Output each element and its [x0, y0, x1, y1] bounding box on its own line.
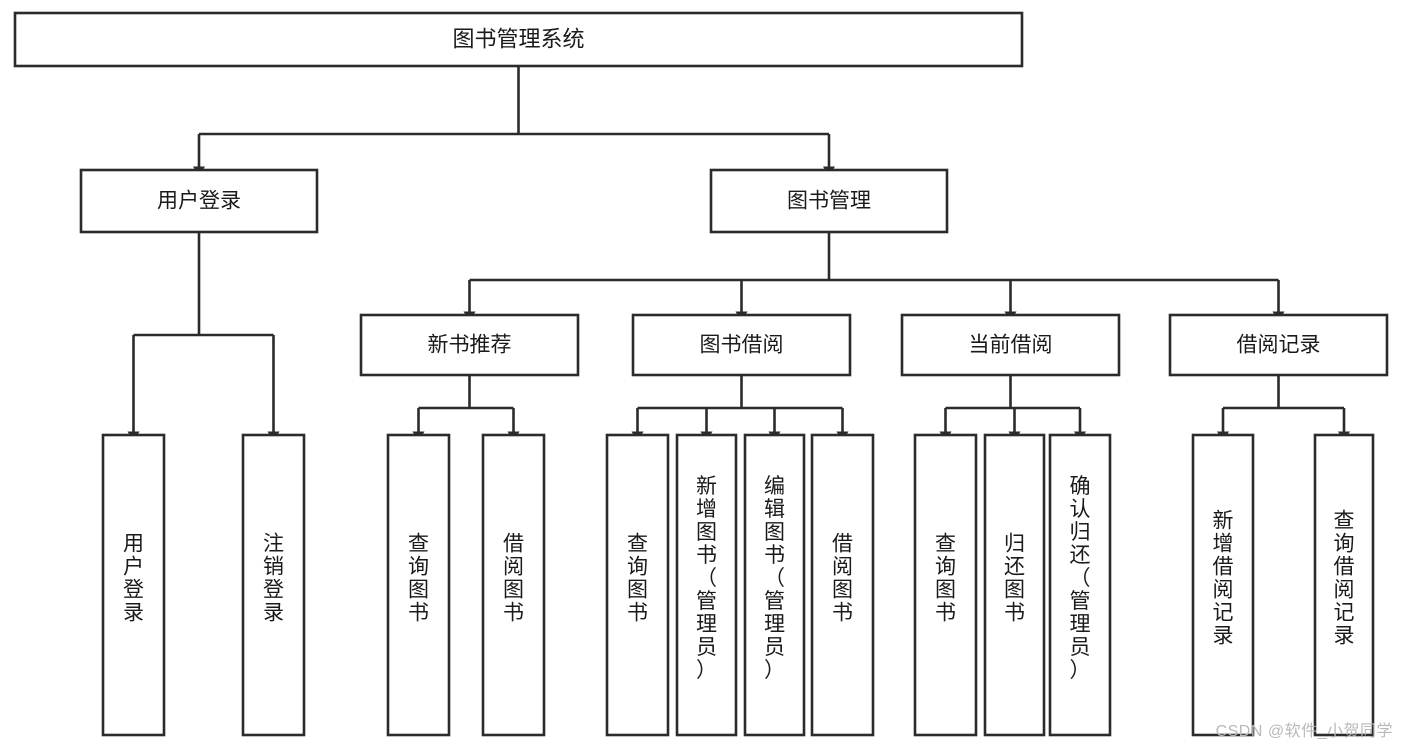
node-label: 注销登录 — [263, 533, 284, 625]
node-label: 图书管理 — [787, 190, 871, 213]
node-label: 查询图书 — [408, 533, 429, 625]
node-box — [983, 433, 1046, 737]
connector-lines — [127, 66, 1350, 442]
node-label: 借阅记录 — [1237, 334, 1321, 357]
node-leaf-confirm-return[interactable]: 确认归还（管理员） — [1048, 433, 1112, 737]
node-box — [79, 168, 319, 234]
node-user-login[interactable]: 用户登录 — [79, 168, 319, 234]
node-label: 新增图书（管理员） — [696, 475, 717, 682]
node-leaf-user-login[interactable]: 用户登录 — [101, 433, 166, 737]
node-root[interactable]: 图书管理系统 — [13, 11, 1024, 68]
node-leaf-borrow-book-1[interactable]: 借阅图书 — [481, 433, 546, 737]
csdn-watermark: CSDN @软件_小贺同学 — [1215, 723, 1393, 740]
node-label: 图书管理系统 — [452, 26, 584, 51]
node-box — [900, 313, 1121, 377]
node-leaf-add-record[interactable]: 新增借阅记录 — [1191, 433, 1255, 737]
node-leaf-query-book-3[interactable]: 查询图书 — [913, 433, 978, 737]
node-label: 归还图书 — [1004, 533, 1025, 625]
node-box — [709, 168, 949, 234]
node-label: 确认归还（管理员） — [1070, 475, 1091, 682]
node-leaf-return-book[interactable]: 归还图书 — [983, 433, 1046, 737]
node-box — [13, 11, 1024, 68]
node-leaf-query-record[interactable]: 查询借阅记录 — [1313, 433, 1375, 737]
node-box — [631, 313, 852, 377]
node-leaf-add-book[interactable]: 新增图书（管理员） — [675, 433, 738, 737]
node-box — [743, 433, 806, 737]
node-book-borrow[interactable]: 图书借阅 — [631, 313, 852, 377]
node-label: 当前借阅 — [969, 334, 1053, 357]
node-leaf-logout[interactable]: 注销登录 — [241, 433, 306, 737]
node-leaf-query-book-1[interactable]: 查询图书 — [386, 433, 451, 737]
node-box — [1313, 433, 1375, 737]
node-leaf-edit-book[interactable]: 编辑图书（管理员） — [743, 433, 806, 737]
node-leaf-query-book-2[interactable]: 查询图书 — [605, 433, 670, 737]
node-box — [386, 433, 451, 737]
node-current-borrow[interactable]: 当前借阅 — [900, 313, 1121, 377]
node-box — [913, 433, 978, 737]
node-borrow-record[interactable]: 借阅记录 — [1168, 313, 1389, 377]
node-label: 新增借阅记录 — [1213, 510, 1234, 648]
node-label: 查询借阅记录 — [1334, 510, 1355, 648]
node-new-book-rec[interactable]: 新书推荐 — [359, 313, 580, 377]
node-box — [1168, 313, 1389, 377]
node-label: 查询图书 — [935, 533, 956, 625]
node-leaf-borrow-book-2[interactable]: 借阅图书 — [810, 433, 875, 737]
node-box — [1048, 433, 1112, 737]
node-book-manage[interactable]: 图书管理 — [709, 168, 949, 234]
node-box — [810, 433, 875, 737]
node-box — [101, 433, 166, 737]
node-box — [241, 433, 306, 737]
node-boxes: 图书管理系统用户登录图书管理新书推荐图书借阅当前借阅借阅记录用户登录注销登录查询… — [13, 11, 1389, 737]
node-label: 图书借阅 — [700, 334, 784, 357]
node-label: 用户登录 — [157, 190, 241, 213]
node-label: 用户登录 — [123, 533, 144, 625]
node-box — [1191, 433, 1255, 737]
node-box — [605, 433, 670, 737]
node-box — [675, 433, 738, 737]
node-box — [359, 313, 580, 377]
node-label: 新书推荐 — [428, 334, 512, 357]
node-label: 借阅图书 — [503, 533, 524, 625]
node-label: 编辑图书（管理员） — [764, 475, 785, 682]
node-label: 借阅图书 — [832, 533, 853, 625]
node-box — [481, 433, 546, 737]
node-label: 查询图书 — [627, 533, 648, 625]
